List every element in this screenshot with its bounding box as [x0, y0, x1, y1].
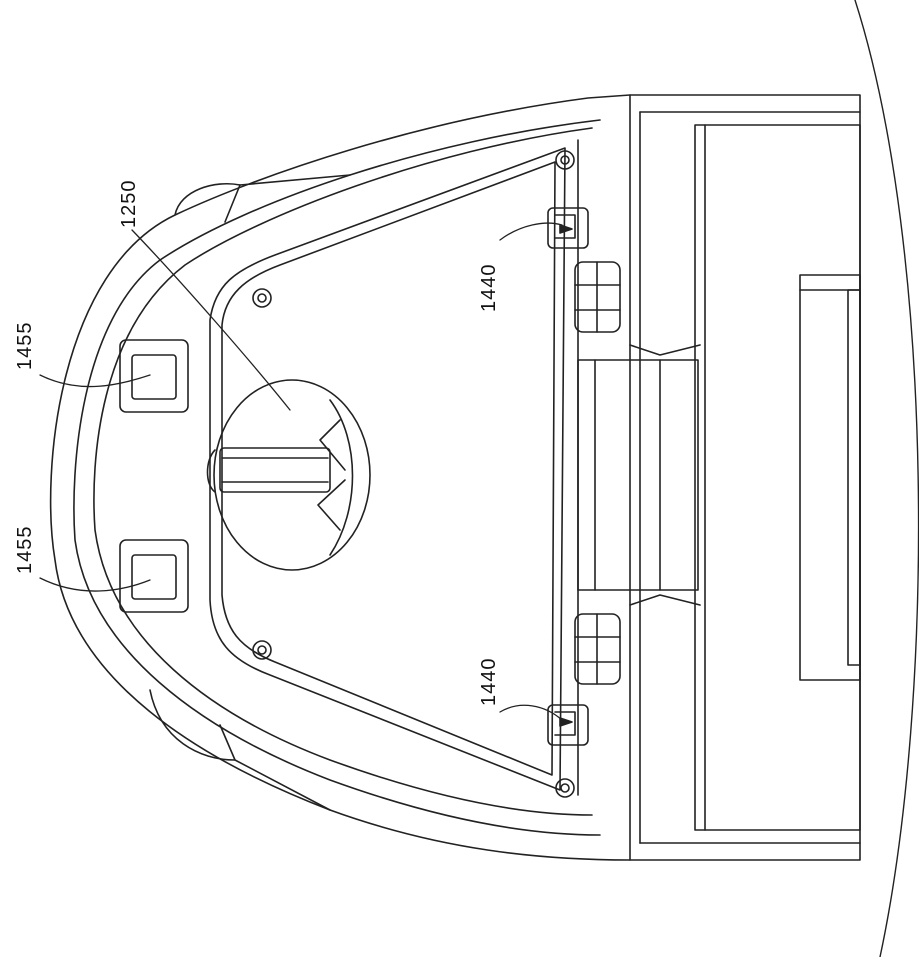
rear-slot: [800, 275, 860, 680]
waffle-grid-bottom: [575, 614, 620, 684]
dome-shadow: [330, 400, 353, 555]
outer-housing-arc: [855, 0, 919, 957]
corner-screw-top-inner: [561, 156, 569, 164]
body-third-outline: [94, 128, 592, 815]
label-1455-top: 1455: [14, 321, 36, 371]
grip-pad-top: [120, 340, 188, 412]
body-second-outline: [74, 120, 600, 835]
waffle-grid-top: [575, 262, 620, 332]
lid-screw-top: [253, 289, 271, 307]
corner-screw-bottom: [556, 779, 574, 797]
leader-1455-top: [40, 375, 150, 387]
body-outer-outline: [51, 95, 630, 860]
leader-1440-top: [500, 223, 562, 240]
leader-1455-bottom: [40, 578, 150, 591]
dome-outline: [214, 380, 370, 570]
lid-outer-edge: [210, 148, 565, 790]
leader-lines: [40, 223, 562, 720]
grip-pad-top-inner: [132, 355, 176, 399]
corner-screw-bottom-inner: [561, 784, 569, 792]
grip-pad-bottom-inner: [132, 555, 176, 599]
dome-shadow-3: [318, 480, 345, 530]
lid-screw-bottom-inner: [258, 646, 266, 654]
latch-top-body: [548, 208, 588, 248]
corner-screw-top: [556, 151, 574, 169]
lid-screw-top-inner: [258, 294, 266, 302]
latch-top-u: [555, 215, 575, 238]
grip-pad-top-outer: [120, 340, 188, 412]
device-body: [51, 95, 630, 860]
latch-top: [548, 208, 588, 248]
hinge-block: [578, 345, 700, 605]
leader-1250: [132, 230, 290, 410]
hinge-bar: [578, 360, 698, 590]
lid-screw-bottom: [253, 641, 271, 659]
latch-bottom: [548, 705, 588, 745]
upper-shoulder: [175, 175, 350, 215]
grip-pad-bottom-outer: [120, 540, 188, 612]
dome-shadow-2: [320, 420, 345, 470]
lid-dome: [208, 380, 371, 570]
dome-stem: [220, 448, 330, 492]
hinge-bar-bottom-flare: [630, 595, 700, 605]
lid-inner-edge: [222, 162, 555, 775]
shoulder-edge-bottom: [220, 725, 235, 760]
rear-channel: [695, 125, 860, 830]
lid-panel: [210, 140, 578, 797]
latch-top-arrow: [560, 225, 572, 233]
dome-stem-cap: [208, 450, 216, 492]
shoulder-edge-top: [225, 185, 240, 222]
label-1455-bottom: 1455: [14, 525, 36, 575]
rear-frame: [630, 95, 860, 860]
latch-bottom-arrow: [560, 718, 572, 726]
hinge-bar-top-flare: [630, 345, 700, 355]
label-1250: 1250: [118, 179, 140, 229]
label-1440-bottom: 1440: [478, 657, 500, 707]
label-1440-top: 1440: [478, 263, 500, 313]
rear-section: [630, 95, 860, 860]
latch-bottom-body: [548, 705, 588, 745]
lower-shoulder: [150, 690, 330, 810]
latch-bottom-u: [555, 712, 575, 735]
grip-pad-bottom: [120, 540, 188, 612]
rear-slot-inner: [848, 290, 860, 665]
leader-1440-bottom: [500, 705, 562, 720]
